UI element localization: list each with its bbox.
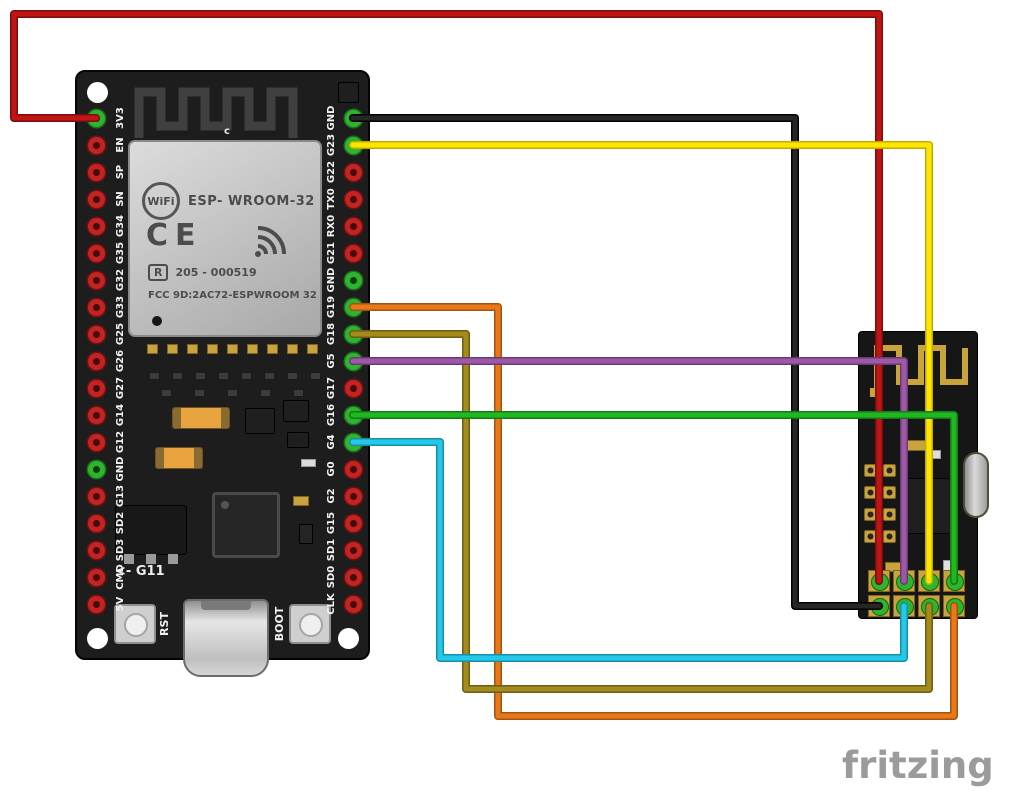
reset-button-cap	[124, 613, 148, 637]
esp32-right-pin-g16-12[interactable]	[345, 407, 362, 424]
esp32-left-pin-3v3-1[interactable]	[88, 110, 105, 127]
esp32-right-pin-g21-6[interactable]	[345, 245, 362, 262]
boot-button-cap	[299, 613, 323, 637]
esp32-left-pin-label-5v: 5V	[115, 596, 126, 612]
esp32-right-pin-g15-16[interactable]	[345, 515, 362, 532]
esp32-left-pin-g26-10[interactable]	[88, 353, 105, 370]
esp32-left-pin-g12-13[interactable]	[88, 434, 105, 451]
esp32-right-pin-g17-11[interactable]	[345, 380, 362, 397]
esp32-right-pin-clk-19[interactable]	[345, 596, 362, 613]
boot-button[interactable]	[289, 604, 331, 644]
esp32-left-pin-g32-7[interactable]	[88, 272, 105, 289]
esp32-right-pin-g23-2[interactable]	[345, 137, 362, 154]
esp32-left-pin-cmd-18[interactable]	[88, 569, 105, 586]
esp32-right-pin-label-clk: CLK	[326, 593, 337, 615]
esp32-left-pin-g13-15[interactable]	[88, 488, 105, 505]
esp32-left-pin-en-2[interactable]	[88, 137, 105, 154]
reset-button[interactable]	[114, 604, 156, 644]
esp32-right-pin-sd0-18[interactable]	[345, 569, 362, 586]
esp32-right-pin-g19-8[interactable]	[345, 299, 362, 316]
micro-usb-connector	[183, 599, 269, 677]
esp32-left-pin-5v-19[interactable]	[88, 596, 105, 613]
esp32-left-pin-gnd-14[interactable]	[88, 461, 105, 478]
esp32-right-pin-g2-15[interactable]	[345, 488, 362, 505]
esp32-left-pin-g34-5[interactable]	[88, 218, 105, 235]
esp32-left-pin-g35-6[interactable]	[88, 245, 105, 262]
crystal-oscillator	[963, 452, 989, 518]
esp32-right-pin-g18-9[interactable]	[345, 326, 362, 343]
fritzing-watermark: fritzing	[842, 744, 994, 787]
esp32-right-pin-g5-10[interactable]	[345, 353, 362, 370]
esp32-right-pin-tx0-4[interactable]	[345, 191, 362, 208]
esp32-left-pin-g27-11[interactable]	[88, 380, 105, 397]
esp32-right-pin-g0-14[interactable]	[345, 461, 362, 478]
esp32-left-pin-g25-9[interactable]	[88, 326, 105, 343]
esp32-left-pin-g14-12[interactable]	[88, 407, 105, 424]
esp32-left-pin-g33-8[interactable]	[88, 299, 105, 316]
esp32-left-pin-sn-4[interactable]	[88, 191, 105, 208]
esp32-left-pin-sd3-17[interactable]	[88, 542, 105, 559]
esp32-right-pin-gnd-1[interactable]	[345, 110, 362, 127]
esp32-left-pin-sp-3[interactable]	[88, 164, 105, 181]
esp32-right-pin-sd1-17[interactable]	[345, 542, 362, 559]
esp32-left-pin-sd2-16[interactable]	[88, 515, 105, 532]
esp32-right-pin-rx0-5[interactable]	[345, 218, 362, 235]
esp32-right-pin-g22-3[interactable]	[345, 164, 362, 181]
mounting-hole	[87, 628, 108, 649]
esp32-right-pin-gnd-7[interactable]	[345, 272, 362, 289]
esp32-right-pin-g4-13[interactable]	[345, 434, 362, 451]
